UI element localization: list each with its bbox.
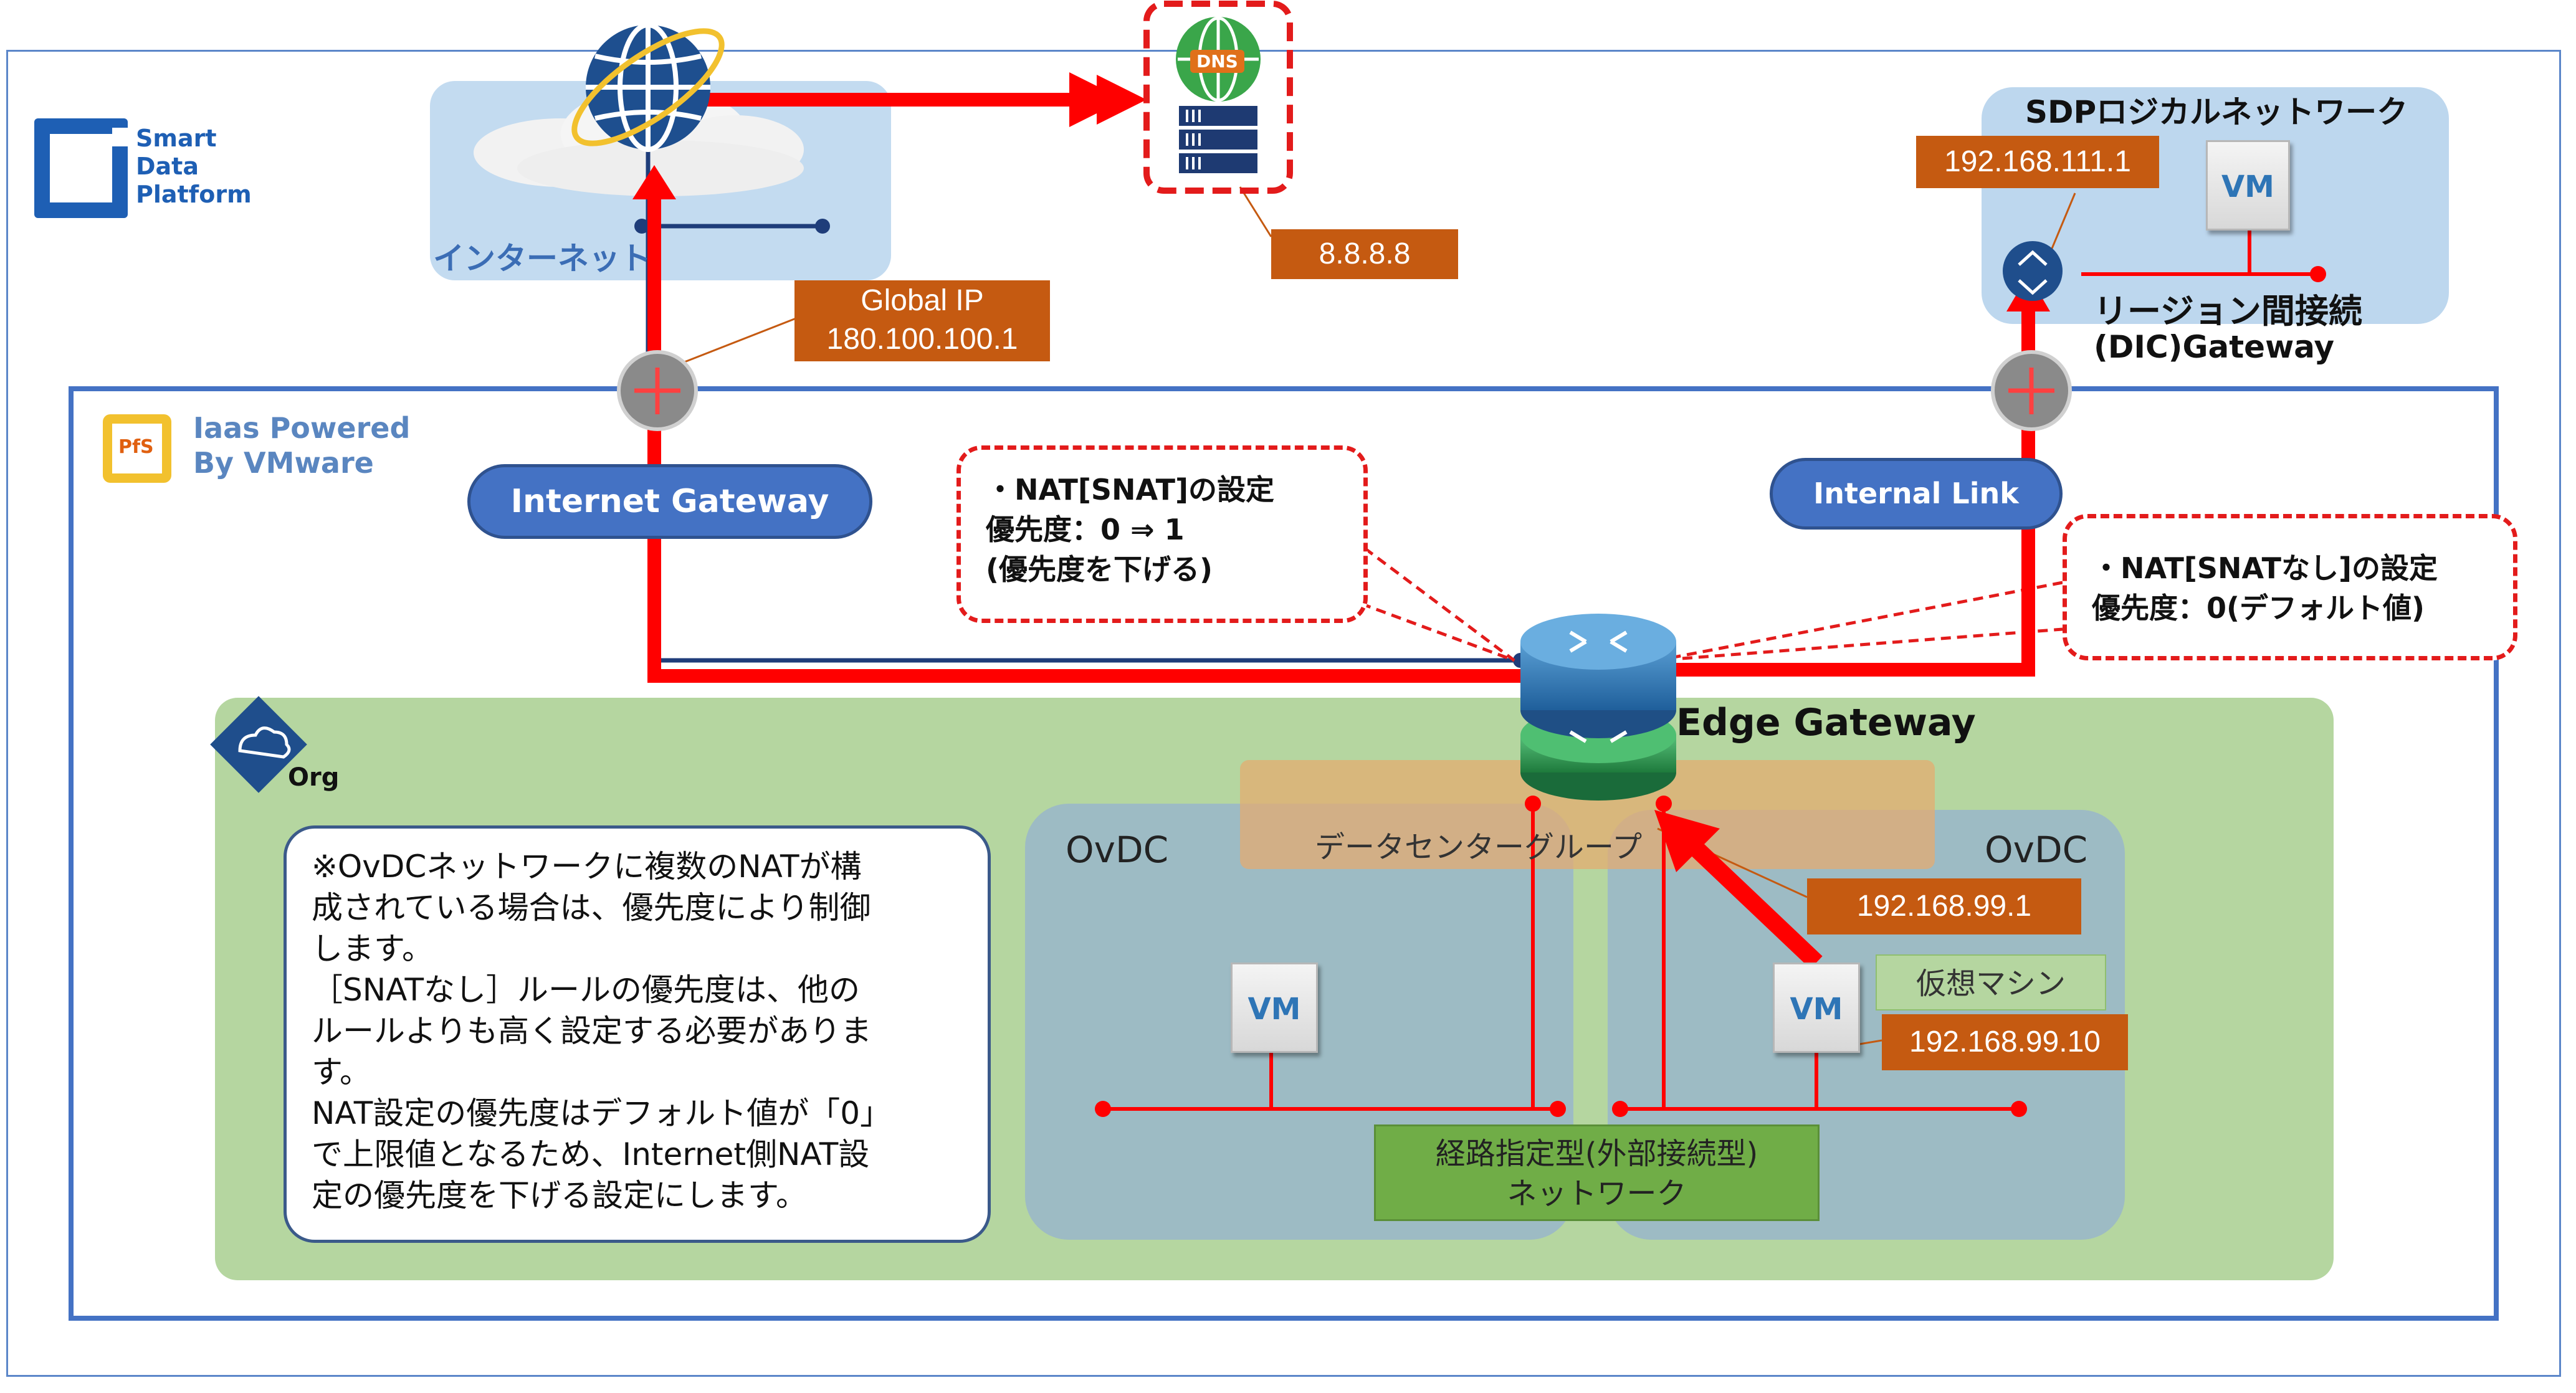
pfs-badge-label: PfS <box>118 436 154 458</box>
routed-network-line-2: ネットワーク <box>1507 1176 1687 1211</box>
brand-name-line-2: Data <box>136 153 199 180</box>
brand-name-line-1: Smart <box>136 125 217 152</box>
dns-server-icon <box>1143 1 1293 194</box>
vm-right-icon: VM <box>1773 963 1860 1053</box>
internet-label: インターネット <box>433 240 651 277</box>
internal-link-pill: Internal Link <box>1770 458 2063 530</box>
snat-callout-line-3: (優先度を下げる) <box>986 553 1213 586</box>
arrow-up-internet <box>632 165 676 199</box>
internet-gateway-pill: Internet Gateway <box>467 464 872 539</box>
globe-icon <box>571 22 725 152</box>
network-endpoints <box>1095 266 2326 1117</box>
sdp-ip-label: 192.168.111.1 <box>1916 136 2159 188</box>
note-line-1: ※OvDCネットワークに複数のNATが構 <box>312 849 862 885</box>
nat-priority-note: ※OvDCネットワークに複数のNATが構 成されている場合は、優先度により制御 … <box>284 825 991 1243</box>
note-line-6: す。 <box>312 1054 371 1090</box>
note-line-7: NAT設定の優先度はデフォルト値が「0」 <box>312 1095 892 1131</box>
region-gateway-label-1: リージョン間接続 <box>2094 292 2362 331</box>
line-endpoint <box>815 219 830 234</box>
no-snat-callout-line-2: 優先度：0(デフォルト値) <box>2092 591 2425 625</box>
brand-name-line-3: Platform <box>136 181 252 208</box>
dns-ip-label: 8.8.8.8 <box>1271 229 1458 279</box>
global-ip-line-1: Global IP <box>861 284 984 317</box>
no-snat-priority-callout: ・NAT[SNATなし]の設定 優先度：0(デフォルト値) <box>2063 514 2517 660</box>
pfs-badge-icon <box>103 414 171 483</box>
global-ip-line-2: 180.100.100.1 <box>826 323 1018 356</box>
org-icon <box>210 696 307 793</box>
iaas-title-line-1: Iaas Powered <box>193 411 411 445</box>
note-line-3: します。 <box>312 931 433 967</box>
vm-to-edge-arrow <box>1689 840 1823 969</box>
global-ip-label: Global IP 180.100.100.1 <box>794 280 1050 361</box>
routed-network-line-1: 経路指定型(外部接続型) <box>1435 1136 1758 1171</box>
vm-caption: 仮想マシン <box>1876 954 2106 1010</box>
ovdc-networks <box>1103 231 2318 1111</box>
region-gateway-icon <box>2003 241 2063 301</box>
iaas-frame <box>69 386 2499 1321</box>
note-line-8: で上限値となるため、Internet側NAT設 <box>312 1136 870 1172</box>
no-snat-callout-line-1: ・NAT[SNATなし]の設定 <box>2092 551 2438 585</box>
snat-callout-line-2: 優先度：0 ⇒ 1 <box>986 513 1185 546</box>
note-line-4: ［SNATなし］ルールの優先度は、他の <box>312 972 861 1008</box>
note-line-9: 定の優先度を下げる設定にします。 <box>312 1177 807 1214</box>
edge-ip-label: 192.168.99.1 <box>1807 878 2081 934</box>
sdp-title: SDPロジカルネットワーク <box>2025 94 2408 130</box>
datacenter-group-label: データセンターグループ <box>1315 830 1643 865</box>
snat-callout-line-1: ・NAT[SNAT]の設定 <box>986 473 1274 506</box>
arrow-right-dns <box>1097 75 1147 125</box>
router-icon-internal <box>1991 350 2072 431</box>
sdp-vm-icon: VM <box>2206 140 2290 231</box>
dns-badge: DNS <box>1190 50 1244 73</box>
note-line-2: 成されている場合は、優先度により制御 <box>312 890 871 926</box>
ovdc-right-label: OvDC <box>1985 829 2088 871</box>
smart-data-platform-logo <box>34 118 128 218</box>
router-icon-internet <box>617 350 698 431</box>
snat-priority-callout: ・NAT[SNAT]の設定 優先度：0 ⇒ 1 (優先度を下げる) <box>956 445 1368 623</box>
note-line-5: ルールよりも高く設定する必要がありま <box>312 1013 872 1049</box>
vm-left-icon: VM <box>1231 963 1318 1053</box>
callout-pointers <box>1345 547 2063 662</box>
region-gateway-label-2: (DIC)Gateway <box>2094 329 2335 365</box>
edge-gateway-label: Edge Gateway <box>1676 701 1976 744</box>
routed-network-label: 経路指定型(外部接続型) ネットワーク <box>1374 1124 1820 1221</box>
edge-gateway-icon <box>1520 614 1676 801</box>
line-endpoint <box>634 219 649 234</box>
org-label: Org <box>288 763 340 792</box>
outer-frame <box>6 50 2561 1377</box>
ovdc-left-label: OvDC <box>1066 829 1169 871</box>
vm-to-edge-arrowhead <box>1654 810 1720 872</box>
iaas-title-line-2: By VMware <box>193 446 374 480</box>
vm-ip-label: 192.168.99.10 <box>1882 1014 2128 1070</box>
